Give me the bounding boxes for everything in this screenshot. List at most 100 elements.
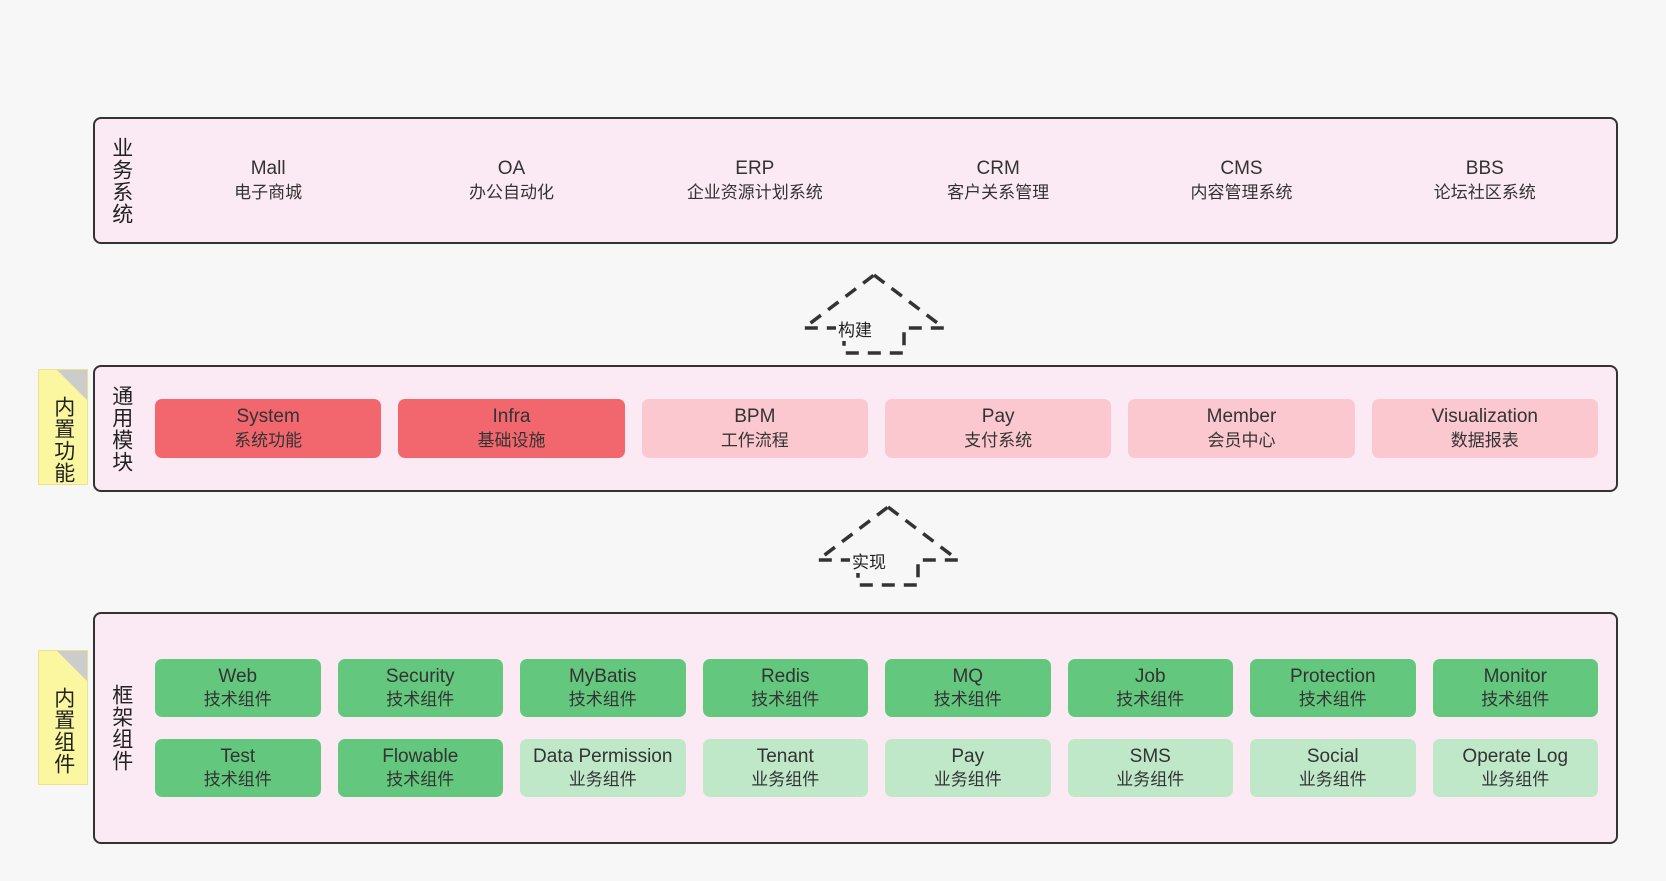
card-title-cn: 技术组件 [568, 690, 637, 710]
card-title-en: BBS [1465, 158, 1504, 180]
card-title-en: Tenant [756, 746, 814, 767]
framework-card-protection[interactable]: Protection 技术组件 [1250, 658, 1416, 717]
card-title-cn: 业务组件 [933, 770, 1002, 790]
arrow-build: 构建 [798, 272, 950, 356]
card-title-cn: 业务组件 [751, 770, 820, 790]
card-title-en: Operate Log [1462, 746, 1569, 767]
card-title-cn: 业务组件 [1298, 770, 1367, 790]
card-title-en: Security [385, 665, 455, 687]
card-title-en: OA [497, 158, 526, 180]
arrow-build-label: 构建 [836, 316, 874, 341]
sticky-fold-corner [57, 651, 87, 681]
card-title-en: Mall [250, 158, 286, 180]
card-title-cn: 工作流程 [720, 430, 789, 450]
card-title-cn: 基础设施 [477, 430, 546, 450]
card-title-cn: 技术组件 [751, 690, 820, 710]
card-title-cn: 技术组件 [933, 690, 1002, 710]
card-title-en: Flowable [382, 746, 459, 767]
sticky-label-builtin-components: 内置组件 [51, 686, 75, 775]
framework-card-sms[interactable]: SMS 业务组件 [1067, 739, 1233, 798]
card-title-cn: 数据报表 [1450, 430, 1519, 450]
card-title-cn: 技术组件 [203, 770, 272, 790]
card-title-cn: 技术组件 [386, 770, 455, 790]
card-title-cn: 技术组件 [386, 690, 455, 710]
card-title-en: Pay [951, 746, 985, 767]
card-title-cn: 会员中心 [1207, 430, 1276, 450]
card-title-cn: 办公自动化 [468, 182, 554, 202]
card-title-cn: 业务组件 [568, 770, 637, 790]
card-title-cn: 论坛社区系统 [1433, 182, 1536, 202]
card-title-en: Monitor [1483, 665, 1547, 687]
section-label-modules: 通用模块 [109, 384, 133, 473]
card-title-en: MyBatis [568, 665, 637, 687]
card-title-en: Test [220, 746, 256, 767]
card-title-en: Protection [1289, 665, 1376, 687]
card-title-en: Job [1134, 665, 1166, 687]
card-title-cn: 技术组件 [203, 690, 272, 710]
card-title-cn: 业务组件 [1116, 770, 1185, 790]
arrow-implement: 实现 [812, 504, 964, 588]
card-title-en: MQ [952, 665, 984, 687]
card-title-en: BPM [734, 406, 776, 428]
card-title-cn: 客户关系管理 [947, 182, 1050, 202]
card-title-cn: 内容管理系统 [1190, 182, 1293, 202]
arrow-implement-shape [812, 504, 964, 587]
arrow-build-shape [798, 272, 950, 355]
card-title-en: System [236, 406, 300, 428]
framework-card-mq[interactable]: MQ 技术组件 [885, 658, 1051, 717]
framework-card-test[interactable]: Test 技术组件 [155, 739, 321, 798]
framework-card-pay[interactable]: Pay 业务组件 [885, 739, 1051, 798]
card-title-cn: 系统功能 [234, 430, 303, 450]
card-title-en: Infra [492, 406, 531, 428]
sticky-label-builtin-features: 内置功能 [51, 396, 75, 484]
card-title-en: Visualization [1431, 406, 1538, 428]
card-title-en: SMS [1129, 746, 1171, 767]
card-title-cn: 支付系统 [964, 430, 1033, 450]
framework-card-operate-log[interactable]: Operate Log 业务组件 [1432, 739, 1598, 798]
card-title-cn: 技术组件 [1116, 690, 1185, 710]
framework-card-job[interactable]: Job 技术组件 [1067, 658, 1233, 717]
card-title-en: Redis [760, 665, 810, 687]
framework-card-mybatis[interactable]: MyBatis 技术组件 [520, 658, 686, 717]
card-title-en: CMS [1220, 158, 1263, 180]
framework-card-web[interactable]: Web 技术组件 [155, 658, 321, 717]
card-title-cn: 业务组件 [1481, 770, 1550, 790]
card-title-en: Web [218, 665, 258, 687]
sticky-fold-corner [57, 370, 87, 400]
card-title-cn: 电子商城 [234, 182, 303, 202]
card-title-cn: 企业资源计划系统 [686, 182, 823, 202]
card-title-en: ERP [735, 158, 775, 180]
framework-card-redis[interactable]: Redis 技术组件 [702, 658, 868, 717]
framework-card-security[interactable]: Security 技术组件 [337, 658, 503, 717]
framework-card-flowable[interactable]: Flowable 技术组件 [337, 739, 503, 798]
arrow-implement-label: 实现 [850, 548, 888, 573]
sticky-note-builtin-features: 内置功能 [38, 369, 88, 485]
framework-card-tenant[interactable]: Tenant 业务组件 [702, 739, 868, 798]
card-title-cn: 技术组件 [1298, 690, 1367, 710]
card-title-en: Pay [981, 406, 1015, 428]
